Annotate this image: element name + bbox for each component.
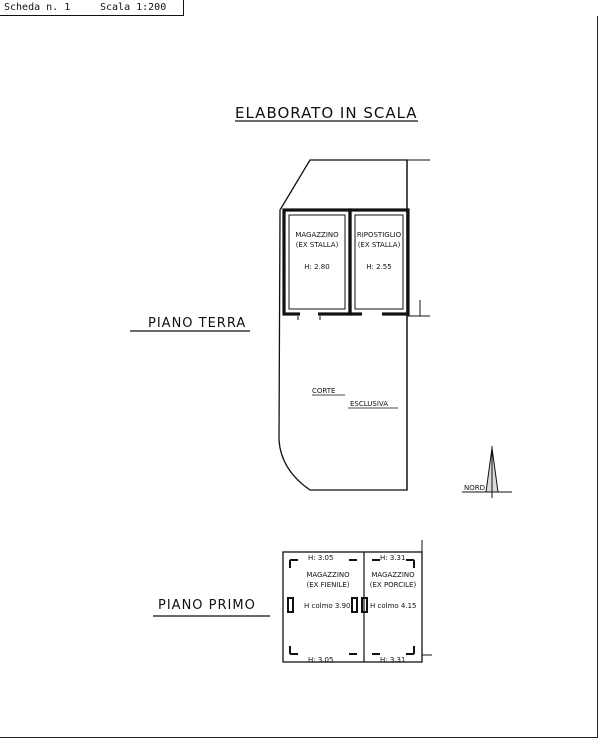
courtyard-label-1: CORTE	[312, 387, 336, 395]
scale-label: Scala 1:200	[100, 2, 167, 13]
fienile-height-mid: H colmo 3.90	[304, 602, 351, 610]
porcile-note: (EX PORCILE)	[369, 581, 417, 589]
room-ripostiglio-inner	[354, 214, 404, 310]
ground-floor-label: PIANO TERRA	[148, 316, 247, 331]
drawing-title: ELABORATO IN SCALA	[235, 104, 418, 122]
room-1-note: (EX STALLA)	[295, 241, 339, 249]
porcile-label: MAGAZZINO (EX PORCILE)	[364, 570, 422, 590]
porcile-height-bottom: H: 3.31	[380, 656, 406, 664]
fienile-name: MAGAZZINO	[306, 571, 350, 579]
fienile-height-bottom: H: 3.05	[308, 656, 334, 664]
courtyard-label-2: ESCLUSIVA	[350, 400, 389, 408]
porcile-height-top: H: 3.31	[380, 554, 406, 562]
fienile-note: (EX FIENILE)	[306, 581, 350, 589]
room-2-note: (EX STALLA)	[357, 241, 401, 249]
page-border	[0, 16, 598, 738]
room-2-label: RIPOSTIGLIO (EX STALLA) H: 2.55	[352, 230, 406, 272]
first-floor-label: PIANO PRIMO	[158, 598, 256, 613]
porcile-height-mid: H colmo 4.15	[370, 602, 417, 610]
sheet-number: Scheda n. 1	[4, 2, 71, 13]
fienile-label: MAGAZZINO (EX FIENILE)	[292, 570, 364, 590]
sheet-header: Scheda n. 1 Scala 1:200	[0, 0, 184, 16]
north-label: NORD	[464, 484, 485, 492]
room-2-name: RIPOSTIGLIO	[356, 231, 402, 239]
porcile-name: MAGAZZINO	[371, 571, 415, 579]
room-1-height: H: 2.80	[304, 263, 330, 271]
room-magazzino-inner	[288, 214, 346, 310]
room-1-label: MAGAZZINO (EX STALLA) H: 2.80	[286, 230, 348, 272]
room-1-name: MAGAZZINO	[295, 231, 339, 239]
room-2-height: H: 2.55	[366, 263, 392, 271]
fienile-height-top: H: 3.05	[308, 554, 334, 562]
